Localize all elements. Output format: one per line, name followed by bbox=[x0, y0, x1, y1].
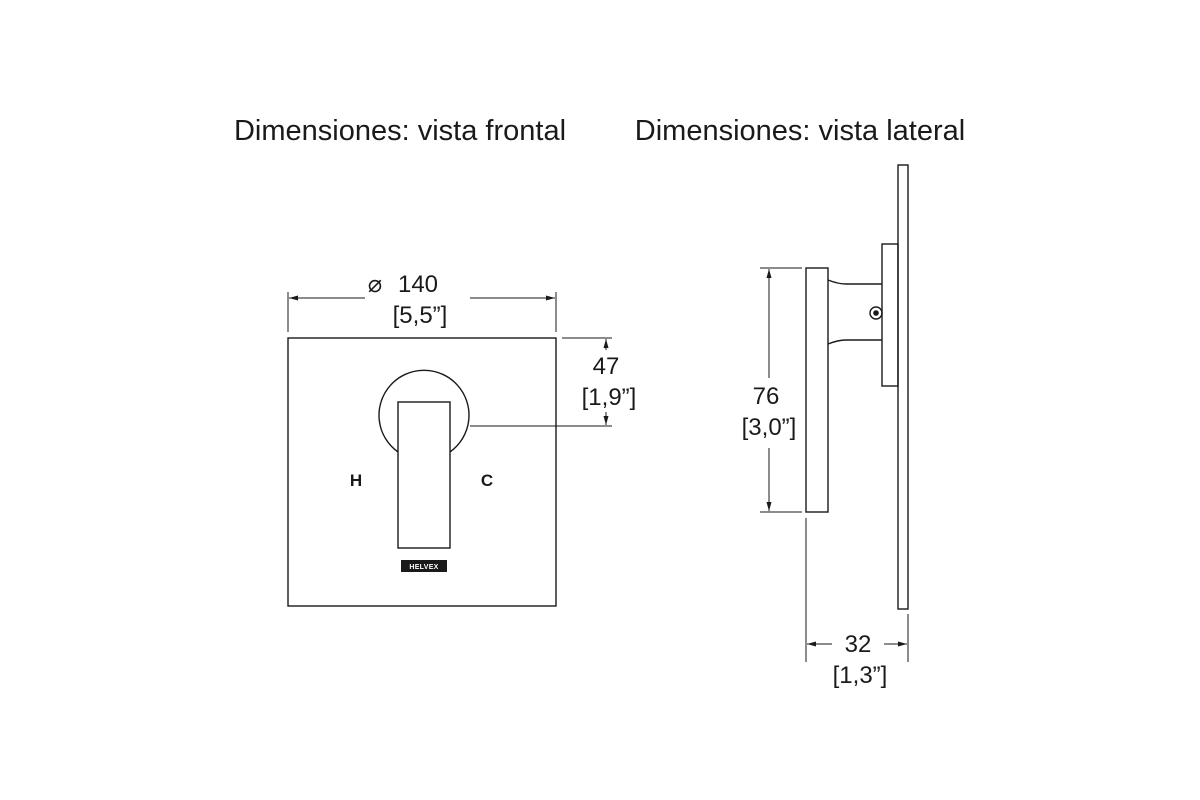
depth-value-in: [1,3”] bbox=[833, 662, 888, 689]
brand-badge bbox=[401, 560, 447, 572]
side-view-title: Dimensiones: vista lateral bbox=[635, 115, 965, 147]
height-value-in: [3,0”] bbox=[742, 414, 797, 441]
set-screw-hole bbox=[873, 310, 879, 316]
height-value-mm: 76 bbox=[753, 383, 780, 410]
front-view-title: Dimensiones: vista frontal bbox=[234, 115, 566, 147]
side-neck-top bbox=[827, 279, 882, 285]
square-symbol: ⌀ bbox=[368, 271, 382, 298]
front-escutcheon bbox=[378, 369, 470, 453]
cold-mark: C bbox=[481, 471, 493, 490]
depth-value-mm: 32 bbox=[845, 631, 872, 658]
brand-logo-text: HELVEX bbox=[409, 564, 438, 571]
side-lever-handle bbox=[805, 267, 829, 513]
front-lever-handle bbox=[397, 401, 451, 549]
width-value-mm: 140 bbox=[398, 271, 438, 298]
side-neck-bottom bbox=[827, 339, 882, 345]
offset-value-in: [1,9”] bbox=[582, 384, 637, 411]
hot-mark: H bbox=[350, 471, 362, 490]
set-screw bbox=[869, 306, 883, 320]
offset-value-mm: 47 bbox=[593, 353, 620, 380]
front-view: H C HELVEX ⌀ 140 [5,5”] 47 [1,9”] bbox=[287, 271, 637, 607]
side-escutcheon bbox=[881, 243, 899, 387]
width-value-in: [5,5”] bbox=[393, 302, 448, 329]
side-cover-plate bbox=[897, 164, 909, 610]
side-view: 76 [3,0”] 32 [1,3”] bbox=[742, 164, 909, 689]
front-cover-plate bbox=[287, 337, 557, 607]
